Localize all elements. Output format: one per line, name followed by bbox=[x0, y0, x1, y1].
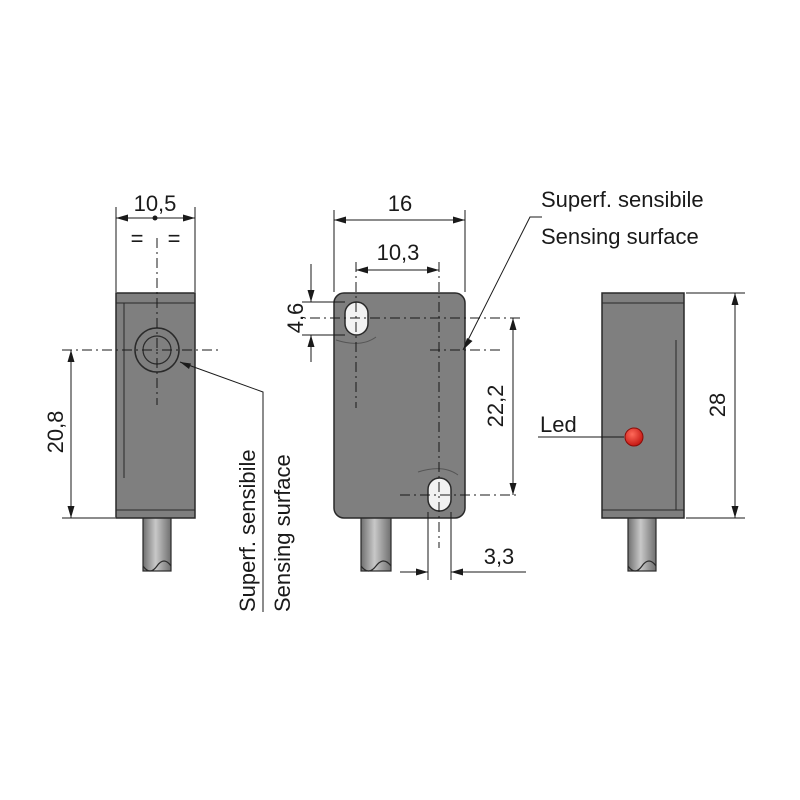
side-height-label: 20,8 bbox=[43, 411, 68, 454]
front-width-label: 16 bbox=[388, 191, 412, 216]
side-view: 10,5 = = 20,8 Superf. sensibile Sensing … bbox=[43, 191, 295, 612]
front-body bbox=[333, 292, 466, 519]
led-label: Led bbox=[540, 412, 577, 437]
front-view: 16 10,3 4,6 22,2 3,3 Superf. sensibile S… bbox=[283, 187, 704, 580]
hole-spacing-x-label: 10,3 bbox=[377, 240, 420, 265]
right-view: Led 28 bbox=[538, 292, 745, 572]
hole-slot-label: 4,6 bbox=[283, 303, 308, 334]
front-sensing-label-en: Sensing surface bbox=[541, 224, 699, 249]
side-body bbox=[115, 292, 196, 519]
side-cable-end bbox=[142, 560, 172, 572]
right-cable bbox=[627, 516, 657, 572]
right-height-label: 28 bbox=[705, 393, 730, 417]
equal-mark-right: = bbox=[168, 226, 181, 251]
front-cable bbox=[360, 516, 392, 572]
side-sensing-label-it: Superf. sensibile bbox=[235, 449, 260, 612]
side-width-label: 10,5 bbox=[134, 191, 177, 216]
led-indicator bbox=[624, 427, 644, 447]
side-cable bbox=[142, 516, 172, 572]
right-body bbox=[601, 292, 685, 519]
front-sensing-label-it: Superf. sensibile bbox=[541, 187, 704, 212]
equal-mark-left: = bbox=[131, 226, 144, 251]
side-sensing-label-en: Sensing surface bbox=[270, 454, 295, 612]
hole-spacing-y-label: 22,2 bbox=[483, 385, 508, 428]
hole-offset-label: 3,3 bbox=[484, 544, 515, 569]
